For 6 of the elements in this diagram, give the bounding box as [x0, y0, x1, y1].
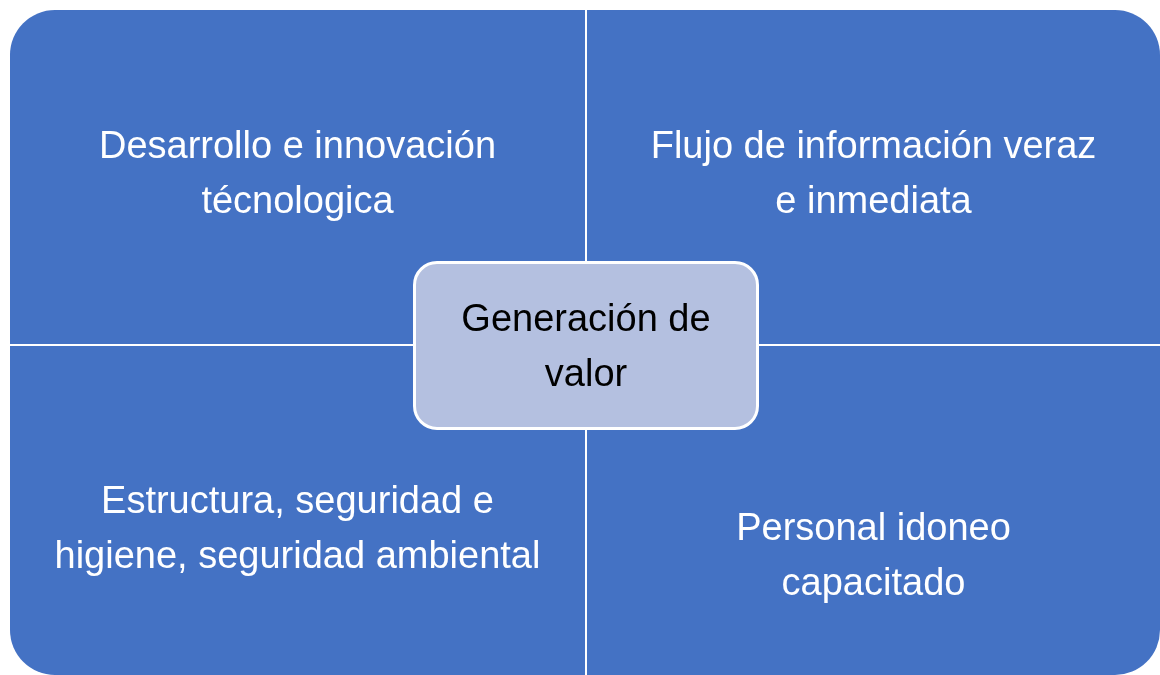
- quadrant-label: Estructura, seguridad e higiene, seguridad ambiental: [53, 478, 542, 578]
- center-box: [413, 261, 759, 430]
- quadrant-label: Flujo de información veraz e inmediata: [649, 123, 1098, 223]
- center-label: Generación de valor: [460, 295, 712, 396]
- quadrant-label: Desarrollo e innovación técnologica: [97, 123, 498, 223]
- quadrant-label: Personal idoneo capacitado: [735, 505, 1012, 605]
